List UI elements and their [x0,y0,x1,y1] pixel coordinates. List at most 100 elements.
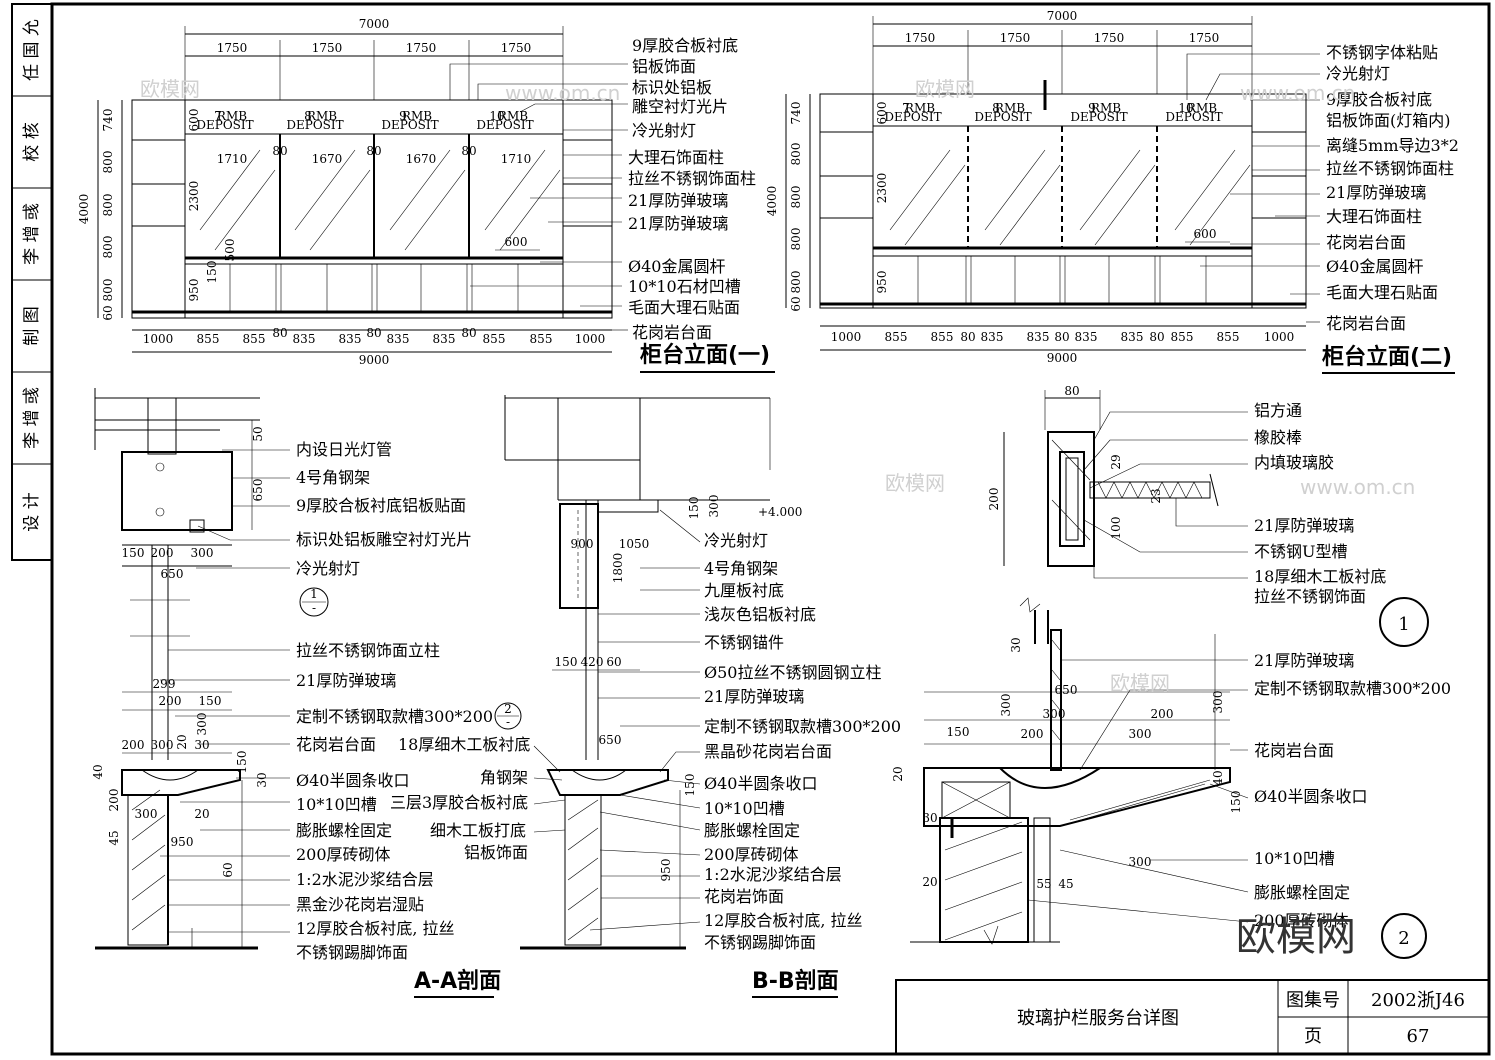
secA-dim-16: 150 [235,751,249,774]
elev1-dim-bot-2: 855 [197,332,220,346]
secA-label-top-2: 4号角钢架 [296,468,370,487]
detail2-dim-17: 45 [1058,877,1073,891]
secA-dim-5: 650 [251,479,265,502]
secA-lightbox [121,451,233,531]
elev1-dim-bot-12: 855 [530,332,553,346]
elev2-dim-left-4: 800 [789,228,803,251]
elev2-dim-top-1: 1750 [905,31,936,45]
detail1-dim-2: 29 [1109,454,1123,469]
secA-dim-17: 30 [255,772,269,787]
detail2-glass [1050,629,1062,771]
elev2-dim-total-bottom: 9000 [1047,351,1078,365]
detail1-dim-5: 100 [1109,517,1123,540]
elev1-dim-bot-8: 835 [387,332,410,346]
elevation-2: 7000 1750 1750 1750 1750 [765,9,1459,374]
detail2-label-7: 200厚砖砌体 [1254,911,1349,930]
elev1-label-7: 拉丝不锈钢饰面柱 [628,169,756,188]
secB-dim-12: +4.000 [758,505,802,519]
elev1-board-3-txt: DEPOSIT [381,118,438,132]
elev2-label-9: 花岗岩台面 [1326,233,1406,252]
secA-dim-23: 60 [221,862,235,877]
secA-label-4: 花岗岩台面 [296,735,376,754]
detail1-mark-number: 1 [1398,614,1409,635]
secB-label-left-3: 三层3厚胶合板衬底 [390,793,528,812]
detail2-dim-13: 30 [922,811,937,825]
elev2-board-4-txt: DEPOSIT [1165,110,1222,124]
secA-label-1: 拉丝不锈钢饰面立柱 [296,641,440,660]
elev1-dim-top-3: 1750 [406,41,437,55]
elev2-dim-inner-3: 950 [875,271,889,294]
watermark-url-3: www.om.cn [1300,475,1415,499]
page-label: 页 [1304,1026,1322,1047]
elev2-label-10: Ø40金属圆杆 [1326,257,1423,276]
elev1-outline [131,99,613,319]
secB-label-left-2: 角钢架 [480,768,528,787]
secB-dim-6: 150 [555,655,578,669]
detail2-dim-15: 20 [922,875,937,889]
detail1-label-3: 内填玻璃胶 [1254,453,1334,472]
secA-label-3: 定制不锈钢取款槽300*200 [296,707,493,726]
elev2-dim-bot-8: 835 [1075,330,1098,344]
elev1-dim-top-2: 1750 [312,41,343,55]
detail2-dim-6: 300 [1211,691,1225,714]
detail1-dim-4: 200 [987,488,1001,511]
detail2-dim-16: 55 [1036,877,1051,891]
watermark-url-2: www.om.cn [1240,81,1355,105]
elev1-dim-glass-3: 1670 [312,152,343,166]
secA-dim-10: 200 [122,738,145,752]
elev2-dim-bot-5: 835 [981,330,1004,344]
secA-ref-bottom: - [312,601,316,615]
watermark-big: 欧模网 [1236,914,1356,960]
elev1-board-1-txt: DEPOSIT [196,118,253,132]
elev1-dim-bot-3: 855 [243,332,266,346]
elev2-dim-bot-3: 855 [931,330,954,344]
secB-label-4: 浅灰色铝板衬底 [704,605,816,624]
detail2-dim-11: 40 [1211,770,1225,785]
secB-label-14: 1:2水泥沙浆结合层 [704,865,842,884]
elev1-dim-top-1: 1750 [217,41,248,55]
elev2-dim-inner-2: 2300 [875,173,889,204]
elev2-dim-bot-10: 80 [1149,330,1164,344]
elev2-dim-bot-11: 855 [1171,330,1194,344]
elev2-label-12: 花岗岩台面 [1326,314,1406,333]
elev2-dim-600: 600 [1194,227,1217,241]
secB-dim-8: 60 [606,655,621,669]
secB-dim-10: 150 [683,774,697,797]
watermarks: 欧模网 www.om.cn 欧模网 www.om.cn 欧模网 www.om.c… [140,77,1415,960]
elev1-label-10: Ø40金属圆杆 [628,257,725,276]
detail2-dim-8: 200 [1021,727,1044,741]
elev1-label-2: 铝板饰面 [632,57,696,76]
elev2-dim-top-3: 1750 [1094,31,1125,45]
secB-dim-9: 650 [599,733,622,747]
detail2-dim-10: 20 [891,766,905,781]
secA-ref-top: 1 [310,587,318,601]
secA-dim-6: 50 [251,426,265,441]
detail1-dim-1: 80 [1064,384,1079,398]
elev1-dim-bot-7: 80 [366,326,381,340]
elev1-dim-bot-11: 855 [483,332,506,346]
elev1-dim-glass-5: 1670 [406,152,437,166]
secB-label-left-5: 铝板饰面 [464,843,528,862]
detail2-label-4: Ø40半圆条收口 [1254,787,1367,806]
elev1-board-1-cur: RMB [217,109,247,123]
detail1-label-6: 18厚细木工板衬底 [1254,567,1386,586]
elev2-board-4-num: 10 [1178,101,1193,115]
elev1-dim-total-bottom: 9000 [359,353,390,367]
secA-label-5: Ø40半圆条收口 [296,771,409,790]
secB-dim-2: 1050 [619,537,650,551]
elev2-dim-left-1: 740 [789,102,803,125]
watermark-2: 欧模网 [915,77,975,101]
elev2-dim-bot-6: 835 [1027,330,1050,344]
elev2-label-4: 铝板饰面(灯箱内) [1326,111,1451,130]
elev1-dim-600: 600 [505,235,528,249]
elev2-dim-top-2: 1750 [1000,31,1031,45]
secA-dim-15: 40 [91,764,105,779]
secA-dim-12: 30 [194,738,209,752]
secB-label-12: 膨胀螺栓固定 [704,821,800,840]
secB-label-left-1: 18厚细木工板衬底 [398,735,530,754]
title-block: 玻璃护栏服务台详图 图集号 2002浙J46 页 67 [895,979,1490,1055]
elev1-board-1-num: 7 [214,109,222,123]
elev2-dim-left-6: 60 [789,296,803,311]
secA-label-top-4: 标识处铝板雕空衬灯光片 [296,530,472,549]
